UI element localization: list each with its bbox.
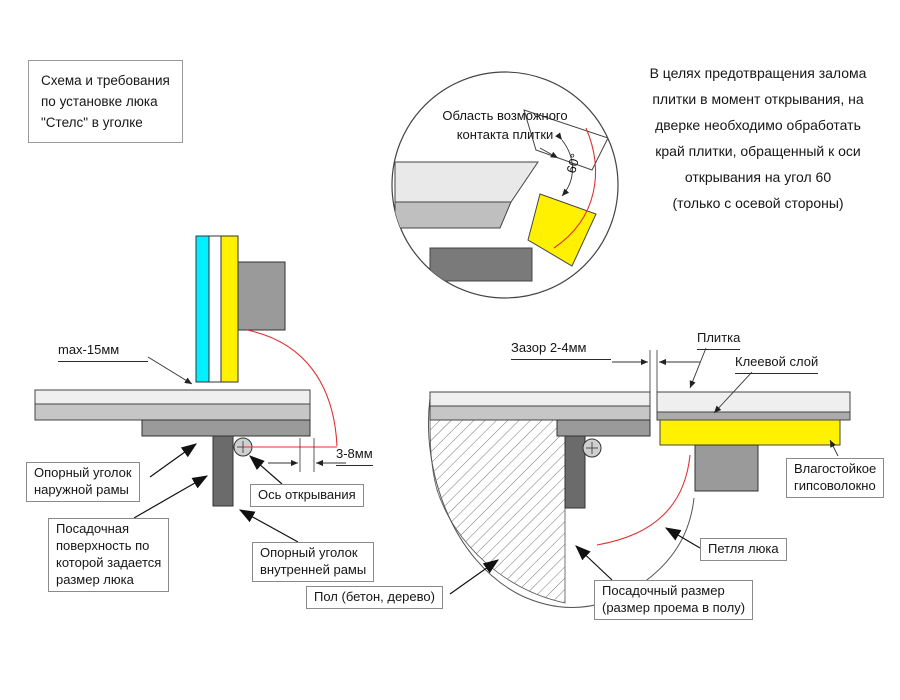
hatch-door-tile	[656, 391, 851, 413]
concrete-floor-hatch	[429, 419, 566, 604]
seating-line: размер люка	[56, 571, 134, 587]
note-line: край плитки, обращенный к оси	[655, 143, 861, 159]
detail-label-leader	[539, 147, 559, 159]
inner-angle-label: Опорный уголок внутренней рамы	[252, 542, 375, 582]
door-gypsum-layer	[220, 235, 239, 383]
outer-frame-angle	[141, 419, 311, 437]
note-line: (только с осевой стороны)	[672, 195, 844, 211]
opening-size-label: Посадочный размер (размер проема в полу)	[594, 580, 754, 620]
tile-leader	[689, 347, 707, 389]
outer-angle-line: Опорный уголок	[34, 465, 132, 480]
right-floor-tile	[429, 391, 651, 407]
adhesive-leader	[713, 371, 753, 414]
door-frame-block	[237, 261, 286, 331]
floor-leader	[449, 559, 499, 595]
left-floor-tile	[34, 389, 311, 405]
detail-frame-block	[429, 247, 533, 282]
outer-angle-leader	[149, 443, 197, 478]
bevel-angle-value: 60°	[563, 152, 583, 175]
opening-leader	[575, 545, 613, 581]
hatch-door-adhesive	[656, 411, 851, 421]
hatch-door-frame-block	[694, 444, 759, 492]
seating-line: Посадочная	[56, 521, 130, 536]
inner-angle-leader	[238, 509, 299, 543]
inner-angle-line: Опорный уголок	[260, 545, 358, 560]
opening-size-line: (размер проема в полу)	[602, 599, 746, 615]
gap-label: Зазор 2-4мм	[511, 340, 611, 360]
right-floor-adhesive	[429, 405, 651, 421]
outer-angle-line: наружной рамы	[34, 481, 129, 497]
axis-leader	[249, 455, 283, 485]
inner-frame-angle	[212, 435, 234, 507]
note-line: плитки в момент открывания, на	[652, 91, 864, 107]
seating-leader	[133, 475, 209, 519]
hatch-door-gypsum	[659, 419, 841, 446]
note-line: дверке необходимо обработать	[655, 117, 861, 133]
right-swing-arc	[596, 454, 691, 546]
tile-label: Плитка	[697, 330, 741, 350]
note-line: В целях предотвращения залома	[649, 65, 867, 81]
right-inner-frame-angle	[564, 435, 586, 509]
gypsum-line: Влагостойкое	[794, 461, 877, 476]
right-outer-frame-angle	[556, 419, 651, 437]
detail-contents	[394, 109, 609, 282]
max-overhang-label: max-15мм	[58, 342, 148, 362]
title-line: Схема и требования	[41, 73, 170, 88]
outer-angle-label: Опорный уголок наружной рамы	[26, 462, 140, 502]
note-text: В целях предотвращения залома плитки в м…	[620, 60, 896, 216]
left-swing-arc	[246, 329, 338, 447]
max-overhang-leader	[147, 356, 193, 385]
note-line: открывания на угол 60	[684, 169, 832, 185]
gypsum-label: Влагостойкое гипсоволокно	[786, 458, 885, 498]
detail-adhesive	[394, 201, 512, 229]
axis-label: Ось открывания	[250, 484, 364, 507]
seating-line: поверхность по	[56, 537, 150, 553]
opening-size-line: Посадочный размер	[602, 583, 725, 598]
door-tile-body	[208, 235, 222, 383]
inner-angle-line: внутренней рамы	[260, 561, 367, 577]
hinge-leader	[664, 527, 701, 549]
left-floor-adhesive	[34, 403, 311, 421]
detail-area-label: Область возможного контакта плитки	[418, 106, 592, 144]
seating-line: которой задается	[56, 554, 162, 570]
gypsum-leader	[829, 439, 839, 457]
axis-gap-label: 3-8мм	[336, 446, 373, 466]
detail-swing-path	[553, 127, 596, 249]
floor-label: Пол (бетон, дерево)	[306, 586, 443, 609]
door-tile-glaze	[195, 235, 210, 383]
title-line: по установке люка	[41, 94, 158, 109]
title-line: "Стелс" в уголке	[41, 115, 143, 130]
hinge-label: Петля люка	[700, 538, 787, 561]
bevel-angle-arc	[555, 132, 573, 197]
adhesive-label: Клеевой слой	[735, 354, 819, 374]
seating-surface-label: Посадочная поверхность по которой задает…	[48, 518, 170, 592]
gypsum-line: гипсоволокно	[794, 477, 876, 493]
detail-gypsum-wedge	[527, 193, 597, 267]
detail-area-line: контакта плитки	[456, 127, 554, 142]
detail-area-line: Область возможного	[442, 108, 568, 123]
title-box: Схема и требования по установке люка "Ст…	[28, 60, 183, 143]
